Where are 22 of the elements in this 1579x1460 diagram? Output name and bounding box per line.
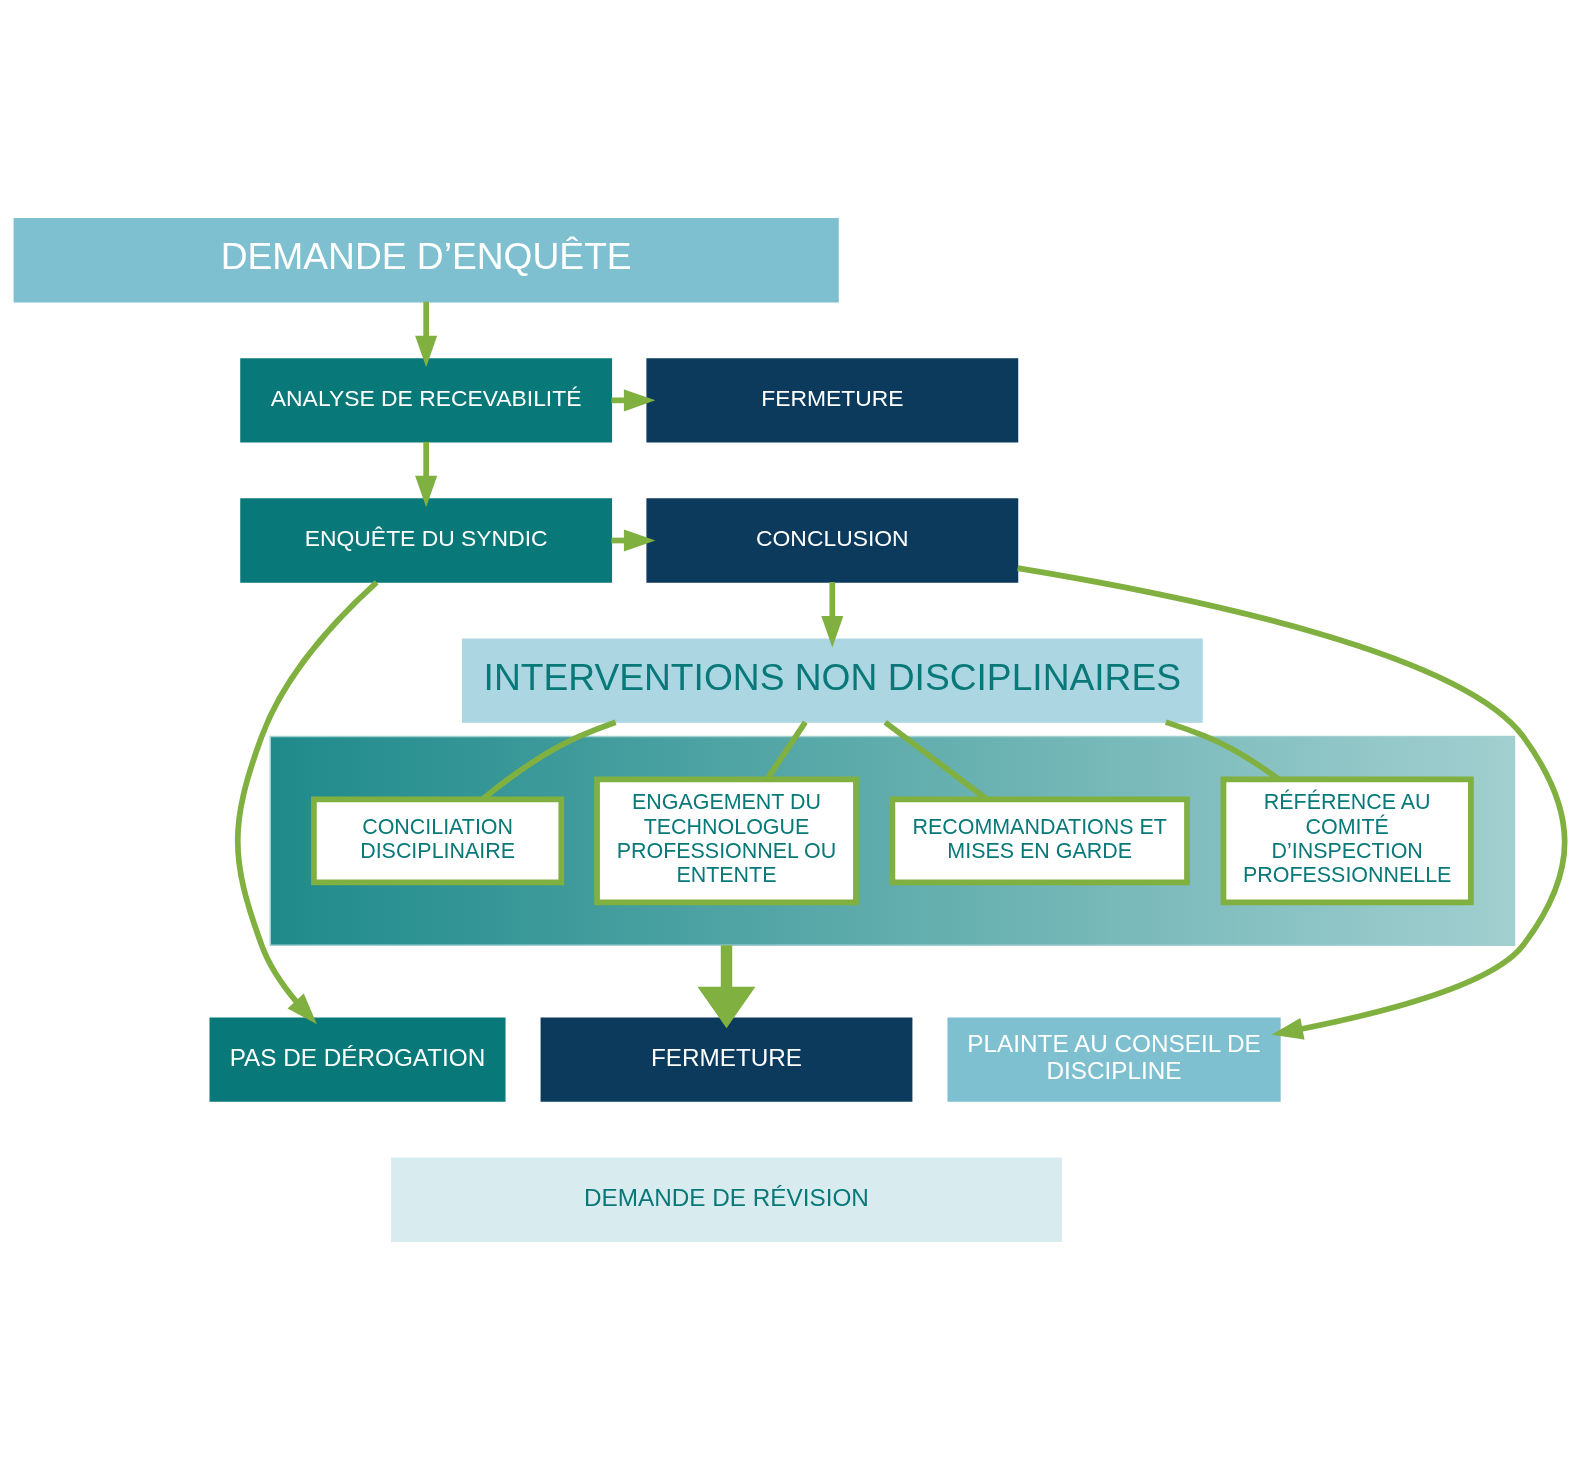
arrow — [611, 389, 656, 412]
node-box: DEMANDE D’ENQUÊTE — [13, 218, 839, 303]
node-box: FERMETURE — [646, 358, 1019, 443]
arrow — [1017, 565, 1568, 1040]
node-box: RECOMMANDATIONS ET MISES EN GARDE — [889, 796, 1190, 886]
arrow — [415, 301, 438, 368]
node-box: DEMANDE DE RÉVISION — [391, 1157, 1062, 1242]
node-box: CONCILIATION DISCIPLINAIRE — [311, 796, 565, 886]
node-box: CONCLUSION — [646, 498, 1019, 583]
node-box: ANALYSE DE RECEVABILITÉ — [240, 358, 613, 443]
node-box: ENQUÊTE DU SYNDIC — [240, 498, 613, 583]
node-box: RÉFÉRENCE AU COMITÉ D’INSPECTION PROFESSIONNELLE — [1220, 776, 1474, 906]
cluster — [269, 735, 1516, 946]
node-box: PLAINTE AU CONSEIL DE DISCIPLINE — [947, 1017, 1281, 1102]
node-box: INTERVENTIONS NON DISCIPLINAIRES — [461, 638, 1203, 723]
node-box: FERMETURE — [540, 1017, 913, 1102]
arrow — [697, 945, 756, 1029]
node-box: PAS DE DÉROGATION — [209, 1017, 506, 1102]
arrow — [821, 582, 844, 648]
arrow — [415, 441, 438, 508]
node-box: ENGAGEMENT DU TECHNOLOGUE PROFESSIONNEL OU ENTENTE — [594, 776, 859, 906]
arrow — [234, 580, 379, 1025]
